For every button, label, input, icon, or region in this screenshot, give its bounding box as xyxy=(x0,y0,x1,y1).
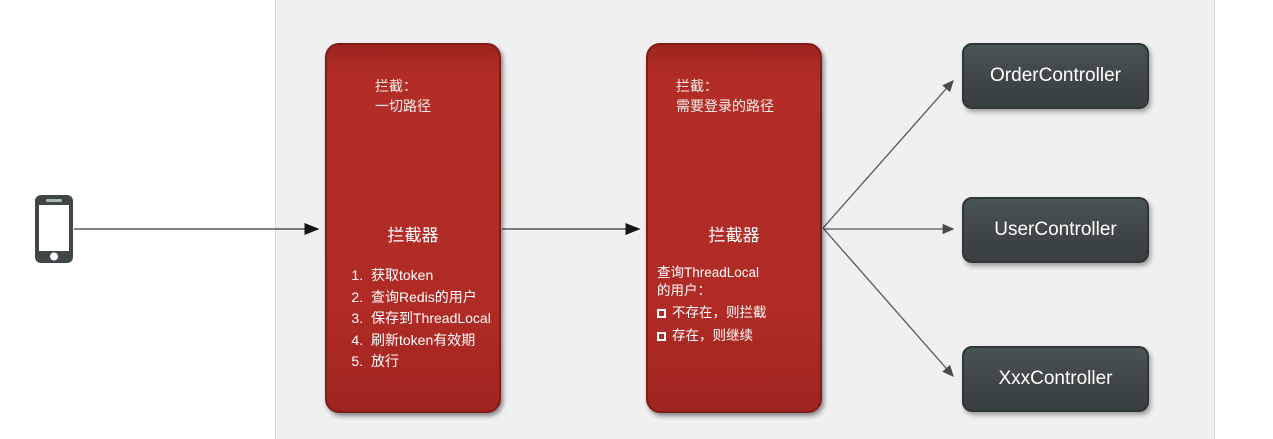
step-item: 获取token xyxy=(367,265,493,287)
user-controller-box: UserController xyxy=(962,197,1149,263)
checkbox-square-icon xyxy=(657,309,666,318)
interceptor-header-line1: 拦截： xyxy=(375,78,417,94)
order-controller-label: OrderController xyxy=(990,65,1121,86)
interceptor-title: 拦截器 xyxy=(708,226,760,245)
checkbox-square-icon xyxy=(657,332,666,341)
interceptor-header-line1: 拦截： xyxy=(676,78,718,94)
interceptor-login-paths-box: 拦截： 需要登录的路径 拦截器 查询ThreadLocal 的用户： 不存在，则… xyxy=(646,43,822,413)
interceptor-all-paths-box: 拦截： 一切路径 拦截器 获取token 查询Redis的用户 保存到Threa… xyxy=(325,43,501,413)
interceptor-header: 拦截： 一切路径 xyxy=(375,76,431,116)
check-item: 存在，则继续 xyxy=(657,326,816,346)
step-item: 放行 xyxy=(367,351,493,373)
interceptor-header-line2: 一切路径 xyxy=(375,98,431,114)
interceptor-steps: 获取token 查询Redis的用户 保存到ThreadLocal 刷新toke… xyxy=(337,265,493,373)
order-controller-box: OrderController xyxy=(962,43,1149,109)
check-item-label: 不存在，则拦截 xyxy=(672,305,767,320)
note-line1: 查询ThreadLocal xyxy=(657,265,760,280)
xxx-controller-box: XxxController xyxy=(962,346,1149,412)
xxx-controller-label: XxxController xyxy=(998,368,1113,389)
step-item: 刷新token有效期 xyxy=(367,330,493,352)
step-item: 查询Redis的用户 xyxy=(367,287,493,309)
user-controller-label: UserController xyxy=(994,219,1117,240)
check-item: 不存在，则拦截 xyxy=(657,303,816,323)
step-item: 保存到ThreadLocal xyxy=(367,308,493,330)
smartphone-icon xyxy=(35,195,73,263)
note-line2: 的用户： xyxy=(657,283,711,298)
interceptor-title: 拦截器 xyxy=(387,226,439,245)
interceptor-note: 查询ThreadLocal 的用户： 不存在，则拦截 存在，则继续 xyxy=(657,264,816,346)
check-item-label: 存在，则继续 xyxy=(672,328,753,343)
interceptor-header-line2: 需要登录的路径 xyxy=(676,98,774,114)
interceptor-header: 拦截： 需要登录的路径 xyxy=(676,76,774,116)
